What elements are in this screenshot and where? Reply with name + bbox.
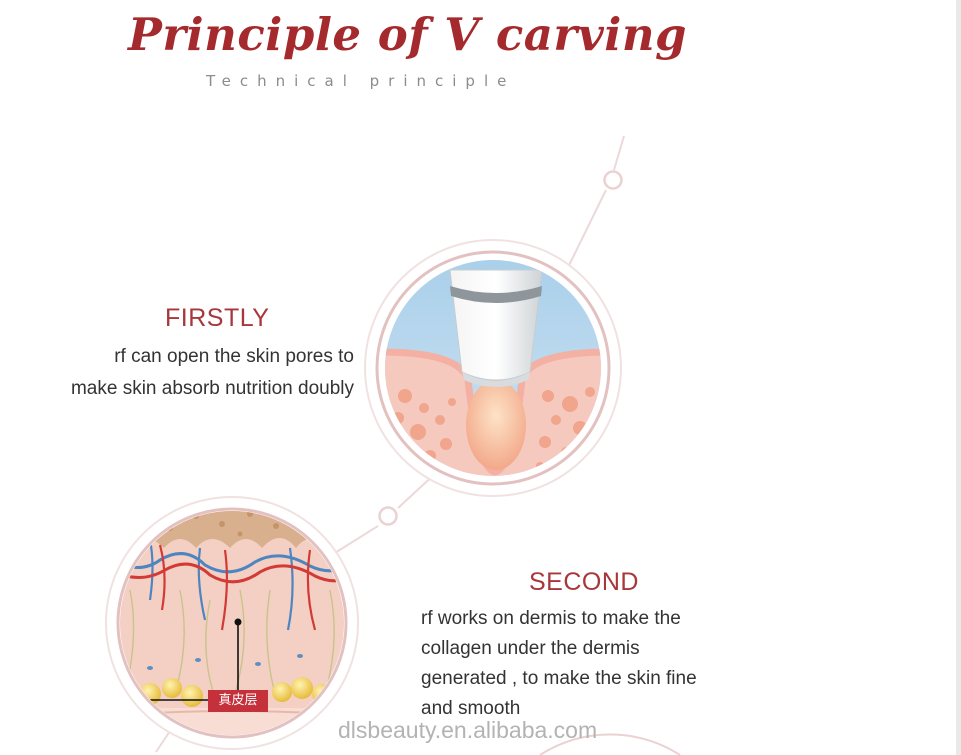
page-title: Principle of V carving <box>128 8 688 61</box>
watermark: dlsbeauty.en.alibaba.com <box>338 717 598 743</box>
firstly-illustration <box>364 239 622 497</box>
page-subtitle: Technical principle <box>206 72 516 90</box>
step-2-heading: SECOND <box>529 568 639 596</box>
dermis-tag: 真皮层 <box>208 690 268 712</box>
step-2-line: and smooth <box>421 698 521 719</box>
second-illustration <box>105 496 359 750</box>
step-1-line: rf can open the skin pores to <box>114 346 354 367</box>
step-2-line: rf works on dermis to make the <box>421 608 681 629</box>
step-2-line: generated , to make the skin fine <box>421 668 697 689</box>
step-2-line: collagen under the dermis <box>421 638 640 659</box>
connector-node <box>603 170 623 190</box>
step-1-line: make skin absorb nutrition doubly <box>70 378 354 399</box>
connector-node <box>378 506 398 526</box>
page-edge <box>956 0 961 755</box>
next-step-ring <box>539 733 681 755</box>
step-1-heading: FIRSTLY <box>165 304 270 332</box>
step-2-description: rf works on dermis to make the collagen … <box>421 604 751 724</box>
step-1-description: rf can open the skin pores to make skin … <box>18 341 354 405</box>
